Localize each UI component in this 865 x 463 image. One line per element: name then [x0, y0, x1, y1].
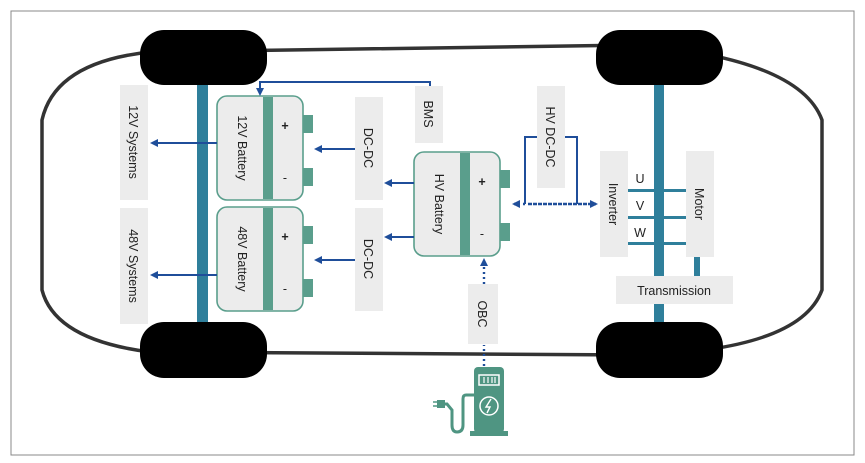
- 48v-systems-label: 48V Systems: [126, 229, 140, 303]
- dcdc-label: DC-DC: [361, 128, 375, 168]
- hv-dcdc-left-link: [524, 136, 537, 204]
- transmission-label: Transmission: [637, 284, 711, 298]
- 48v-systems-box: 48V Systems: [120, 208, 148, 324]
- phase-v-label: V: [636, 199, 645, 213]
- motor-shaft: [694, 257, 700, 277]
- 12v-battery-label: 12V Battery: [235, 115, 249, 181]
- inverter-label: Inverter: [606, 183, 620, 225]
- 48v-battery-label: 48V Battery: [235, 226, 249, 292]
- hv-battery: HV Battery + -: [413, 151, 510, 257]
- obc-label: OBC: [475, 300, 489, 327]
- transmission-box: Transmission: [616, 276, 733, 304]
- hv-dcdc-box: HV DC-DC: [537, 86, 565, 188]
- wheel-rear-right: [596, 322, 723, 378]
- minus-terminal-label: -: [480, 227, 484, 241]
- wheel-rear-left: [596, 30, 723, 85]
- bms-box: BMS: [415, 86, 443, 143]
- bms-label: BMS: [421, 100, 435, 127]
- hv-battery-label: HV Battery: [432, 174, 446, 235]
- dcdc-48v-box: DC-DC: [355, 208, 383, 311]
- obc-box: OBC: [468, 284, 498, 344]
- charging-station-icon: [433, 367, 508, 436]
- dcdc-label: DC-DC: [361, 239, 375, 279]
- motor-label: Motor: [692, 188, 706, 220]
- motor-box: Motor: [686, 151, 714, 257]
- inverter-box: Inverter: [600, 151, 628, 257]
- 12v-systems-box: 12V Systems: [120, 85, 148, 200]
- dcdc-12v-box: DC-DC: [355, 97, 383, 200]
- wheel-front-left: [140, 30, 267, 85]
- front-axle: [197, 82, 208, 324]
- minus-terminal-label: -: [283, 171, 287, 185]
- plus-terminal-label: +: [478, 175, 485, 189]
- phase-u-label: U: [635, 172, 644, 186]
- wheel-front-right: [140, 322, 267, 378]
- bms-to-12v-arrow: [256, 81, 431, 96]
- hv-dcdc-label: HV DC-DC: [543, 106, 557, 167]
- plus-terminal-label: +: [281, 119, 288, 133]
- connections: [150, 81, 598, 366]
- hv-dcdc-right-link: [565, 136, 578, 204]
- minus-terminal-label: -: [283, 282, 287, 296]
- frame: [10, 10, 855, 456]
- 12v-systems-label: 12V Systems: [126, 105, 140, 179]
- phase-lines: U V W: [628, 172, 686, 245]
- 48v-battery: 48V Battery + -: [216, 206, 313, 312]
- plus-terminal-label: +: [281, 230, 288, 244]
- 12v-battery: 12V Battery + -: [216, 95, 313, 201]
- phase-w-label: W: [634, 226, 646, 240]
- rear-axle: [654, 82, 664, 324]
